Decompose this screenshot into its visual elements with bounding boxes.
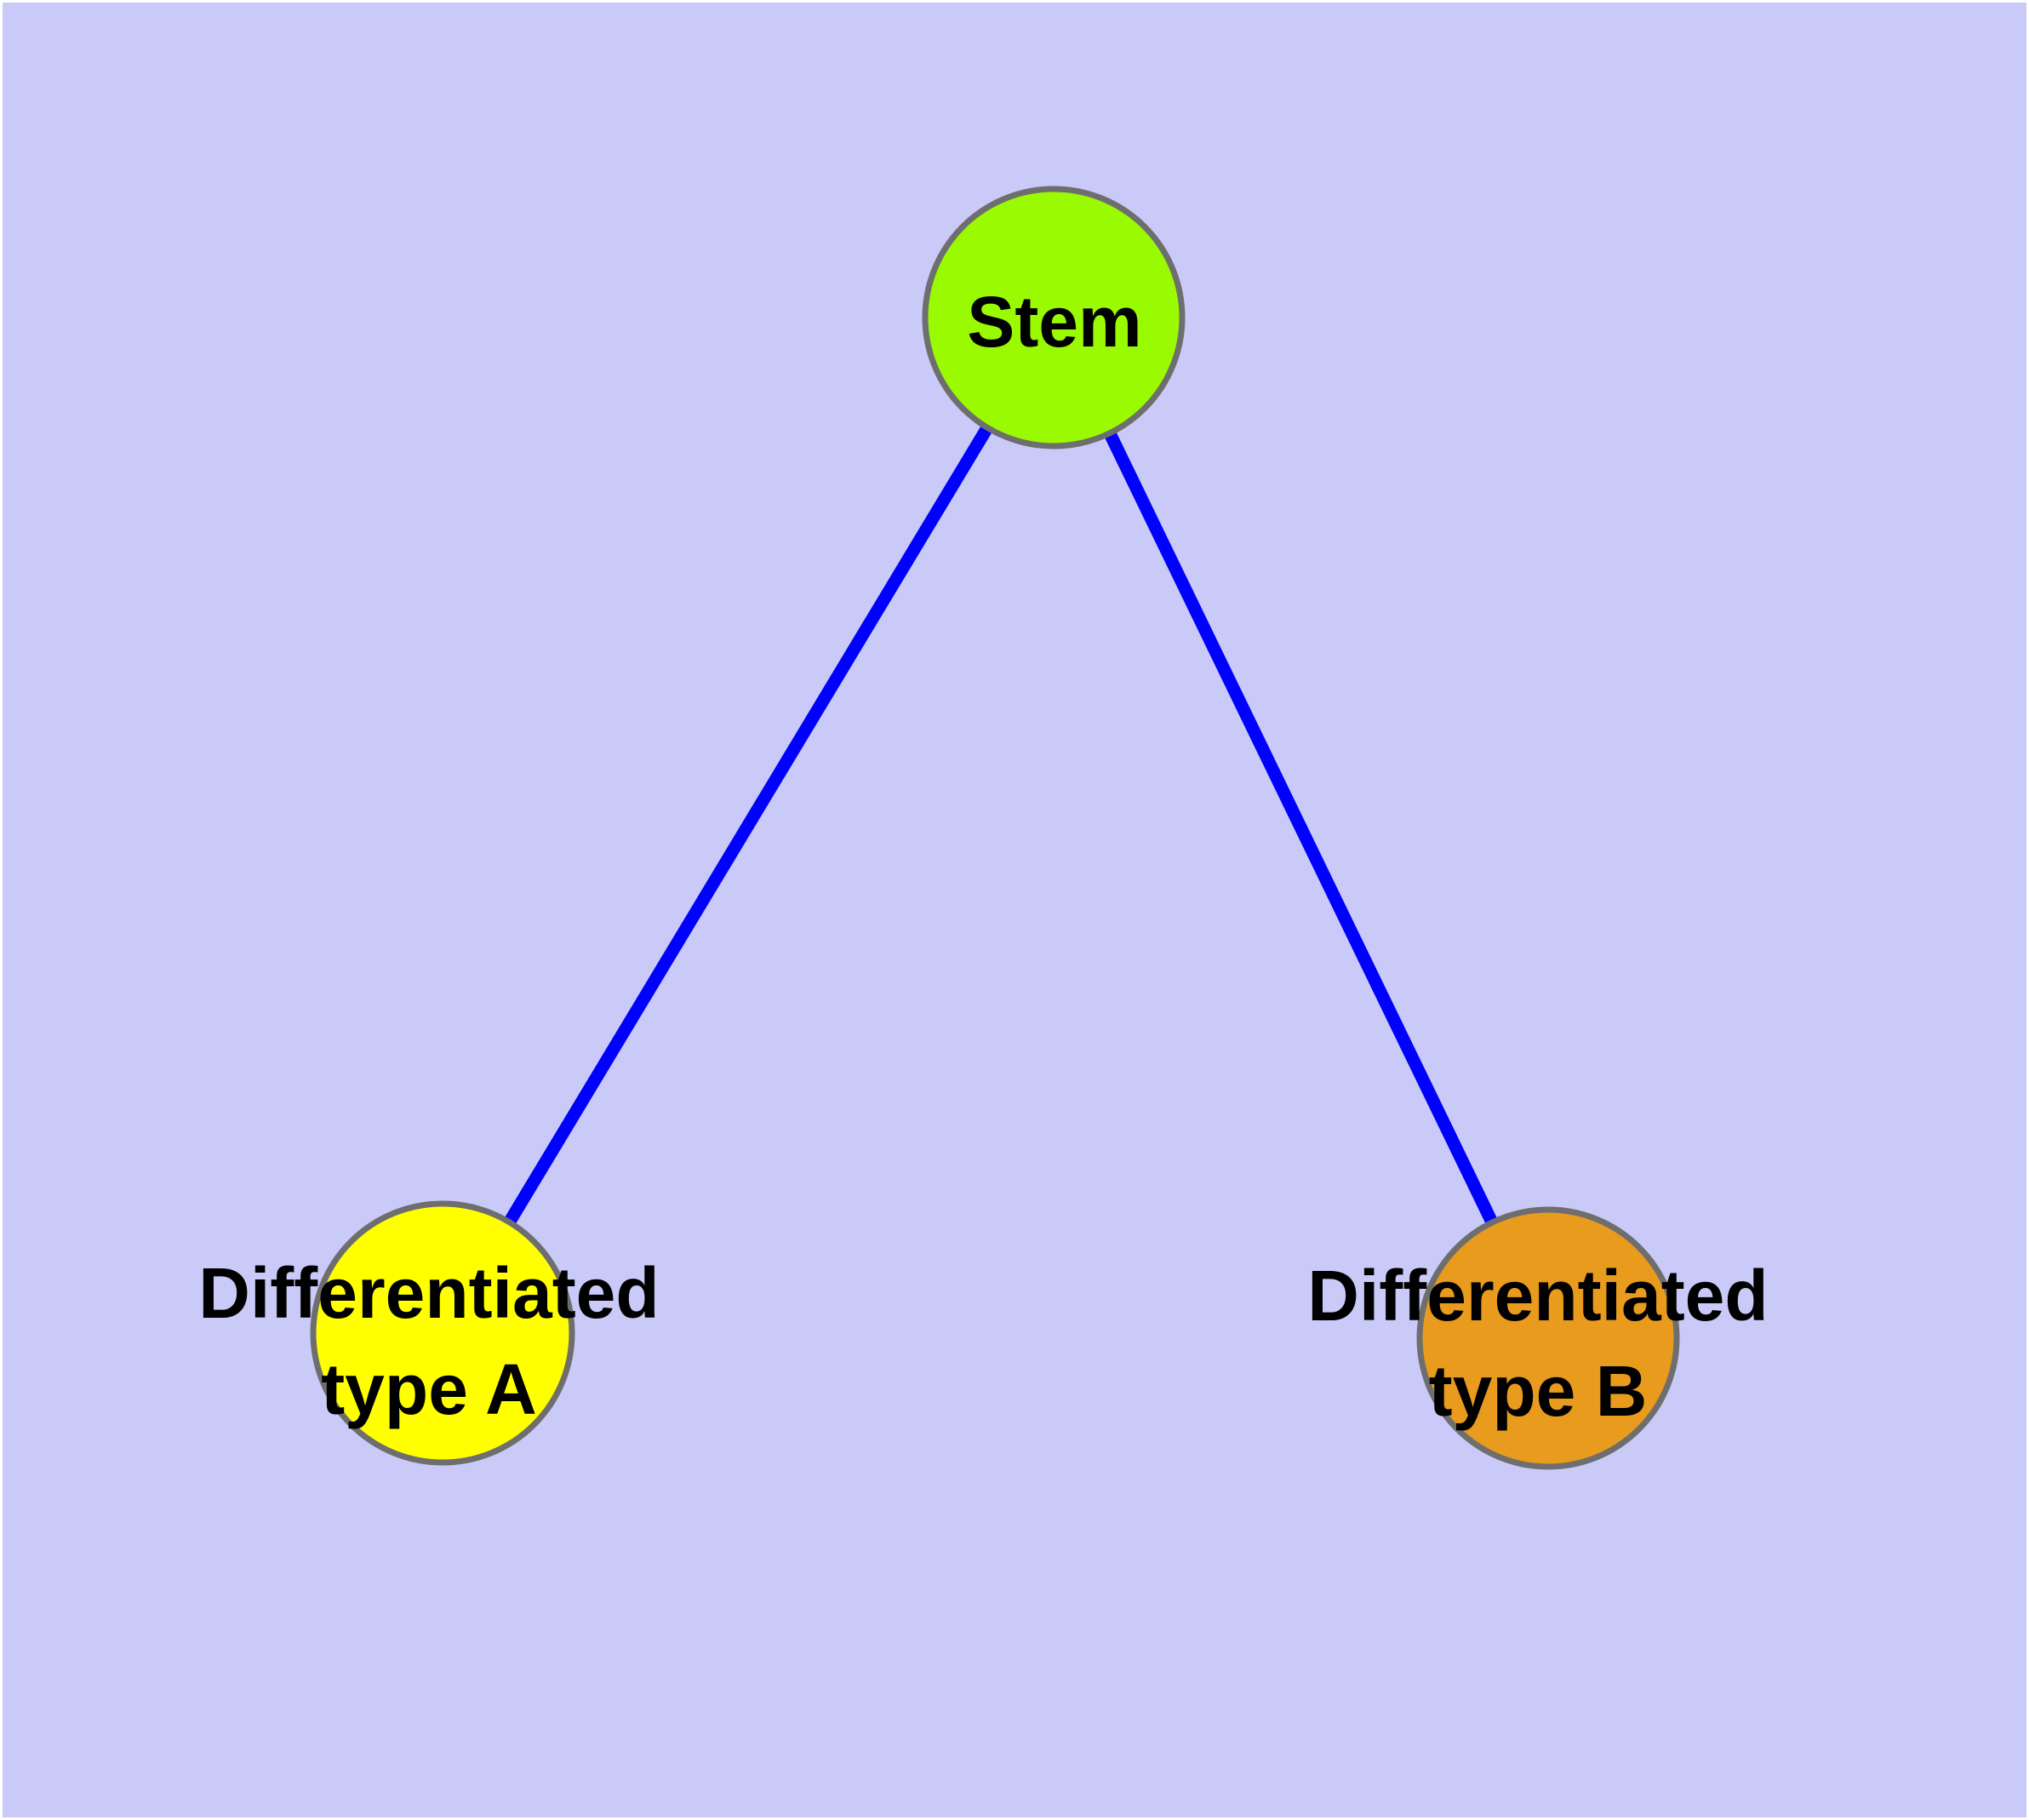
node-differentiated-type-a-label-line2: type A	[321, 1349, 537, 1429]
node-differentiated-type-b-circle	[1416, 1206, 1680, 1470]
node-differentiated-type-a-circle	[310, 1200, 575, 1466]
node-differentiated-type-b-label-line2: type B	[1429, 1351, 1648, 1431]
node-stem-label: Stem	[967, 282, 1141, 362]
edge-stem-to-differentiated-type-b	[1048, 314, 1554, 1342]
edge-stem-to-differentiated-type-a	[437, 314, 1060, 1336]
node-differentiated-type-a-label-line1: Differentiated	[198, 1253, 659, 1333]
node-stem-circle	[922, 186, 1186, 449]
node-differentiated-type-b-label-line1: Differentiated	[1307, 1256, 1768, 1336]
